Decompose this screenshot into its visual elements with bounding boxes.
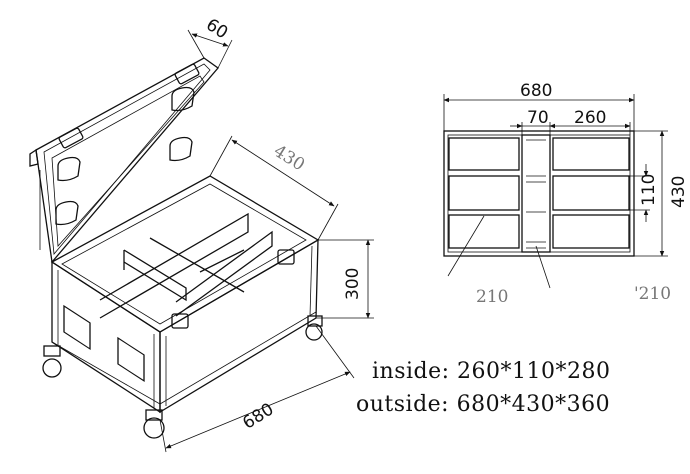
plan-left-compartments <box>448 137 520 249</box>
leader-right <box>535 245 551 289</box>
plan-view: 680 70 260 110 430 210 '210 <box>443 81 689 307</box>
plan-right-compartments <box>552 137 630 249</box>
flight-case-isometric: 60 430 300 680 <box>29 15 374 453</box>
inside-spec: inside: 260*110*280 <box>372 359 611 384</box>
inside-value: 260*110*280 <box>457 359 611 384</box>
outside-label: outside: <box>356 392 450 417</box>
label-height: 300 <box>343 268 363 300</box>
plan-outer-wall <box>443 130 635 257</box>
label-plan-row: 110 <box>639 174 659 206</box>
label-depth: 430 <box>270 141 308 175</box>
dimension-length: 680 <box>159 325 355 453</box>
plan-center-divider <box>521 134 551 253</box>
label-plan-left: 210 <box>476 287 508 307</box>
label-plan-depth: 430 <box>669 176 689 208</box>
dimension-lid-depth: 60 <box>187 15 233 69</box>
case-body <box>50 175 320 414</box>
label-plan-divider: 70 <box>527 108 549 128</box>
label-plan-right: '210 <box>634 284 671 304</box>
dimension-height: 300 <box>316 239 374 319</box>
outside-spec: outside: 680*430*360 <box>356 392 610 417</box>
label-plan-width: 680 <box>520 81 552 101</box>
leader-left <box>447 215 485 277</box>
case-lid <box>29 57 219 264</box>
label-plan-compartment: 260 <box>574 108 606 128</box>
outside-value: 680*430*360 <box>456 392 611 417</box>
inside-label: inside: <box>372 359 450 384</box>
caster-wheels <box>42 315 323 439</box>
